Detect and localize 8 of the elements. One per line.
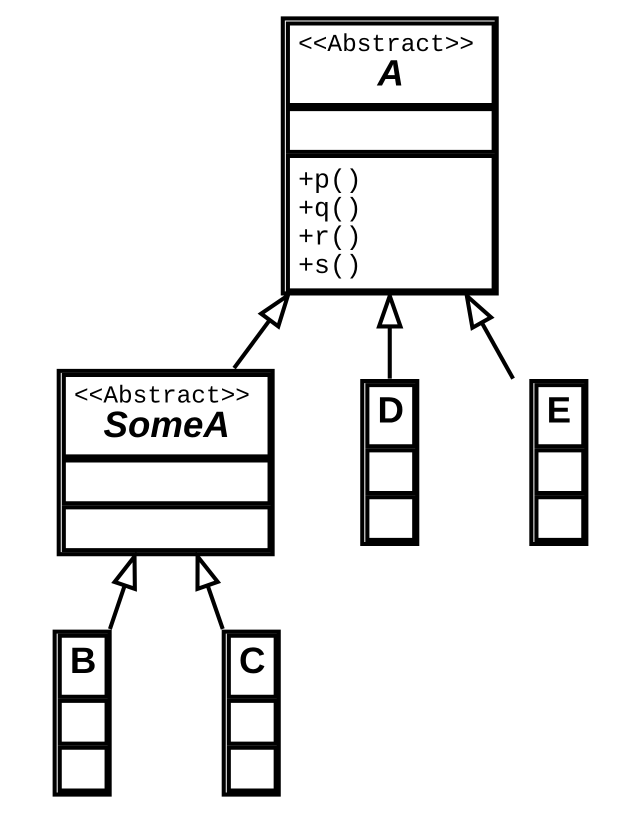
node-box: C: [221, 630, 280, 797]
node-box: E: [528, 379, 588, 546]
node-box: B: [52, 630, 112, 797]
arrow: [108, 550, 136, 630]
node-box: <<Abstract>> A +p() +q() +r() +s(): [280, 16, 498, 296]
node-box: <<Abstract>> SomeA: [56, 368, 274, 556]
node-box: D: [360, 379, 419, 546]
arrow: [194, 550, 224, 630]
